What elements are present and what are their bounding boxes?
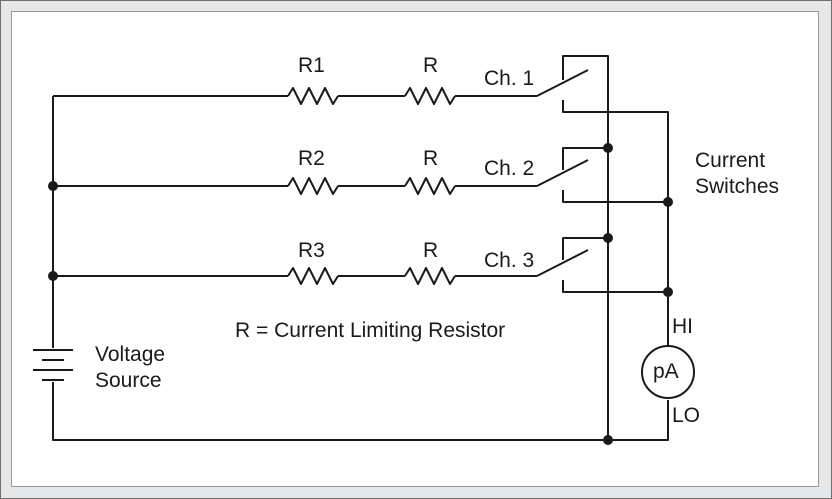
picoammeter-icon xyxy=(641,345,695,399)
label-voltage-source-line2: Source xyxy=(95,369,162,392)
label-limit-2: R xyxy=(423,147,439,170)
left-bus-lower-wire xyxy=(52,382,608,441)
label-meter-hi: HI xyxy=(672,315,693,338)
return-to-meter-wire xyxy=(608,400,669,441)
switch-ch1-body xyxy=(562,55,609,440)
resistor-limit-1 xyxy=(404,87,456,105)
label-current-switches-line1: Current xyxy=(695,149,766,172)
label-r3: R3 xyxy=(298,239,325,262)
label-r1: R1 xyxy=(298,54,325,77)
diagram-panel xyxy=(11,11,819,487)
label-limit-1: R xyxy=(423,54,439,77)
junction-node xyxy=(663,287,673,297)
junction-node xyxy=(663,197,673,207)
battery-icon xyxy=(33,349,73,381)
resistor-r3 xyxy=(287,267,339,285)
resistor-r1 xyxy=(287,87,339,105)
label-meter-lo: LO xyxy=(672,404,701,427)
resistor-limit-2 xyxy=(404,177,456,195)
switch-ch1-blade xyxy=(536,69,589,97)
switch-ch2-blade xyxy=(536,159,589,187)
switch-ch2-body xyxy=(562,147,608,170)
label-ch1: Ch. 1 xyxy=(484,67,535,90)
junction-node xyxy=(603,435,613,445)
label-ch3: Ch. 3 xyxy=(484,249,535,272)
label-ch2: Ch. 2 xyxy=(484,157,535,180)
junction-node xyxy=(603,233,613,243)
label-voltage-source-line1: Voltage xyxy=(95,343,166,366)
label-r2: R2 xyxy=(298,147,325,170)
legend-note: R = Current Limiting Resistor xyxy=(235,319,506,342)
label-limit-3: R xyxy=(423,239,439,262)
label-meter-symbol: pA xyxy=(653,360,679,383)
junction-node xyxy=(48,271,58,281)
junction-node xyxy=(603,143,613,153)
label-current-switches-line2: Switches xyxy=(695,175,780,198)
switch-ch3-blade xyxy=(536,249,589,277)
resistor-limit-3 xyxy=(404,267,456,285)
switch-ch3-body xyxy=(562,237,608,260)
resistor-r2 xyxy=(287,177,339,195)
junction-node xyxy=(48,181,58,191)
